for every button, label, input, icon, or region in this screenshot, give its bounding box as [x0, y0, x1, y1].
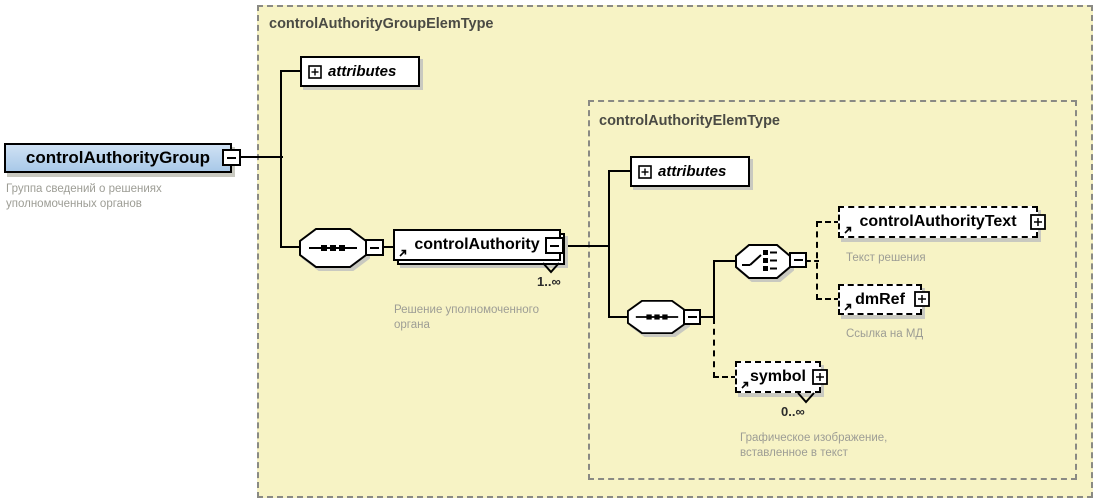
connector-line-dashed [713, 376, 737, 378]
connector-line [239, 156, 283, 158]
plus-box-icon [308, 64, 322, 79]
collapse-button[interactable] [365, 239, 384, 256]
element-dm-ref[interactable]: dmRef [838, 284, 922, 315]
collapse-button[interactable] [789, 252, 807, 268]
element-annotation: Ссылка на МД [846, 328, 924, 340]
connector-line [280, 246, 302, 248]
repeat-chevron-icon [797, 392, 815, 404]
connector-line [713, 260, 715, 318]
connector-line-dashed [816, 221, 818, 300]
element-reference-arrow-icon [844, 303, 852, 311]
plus-box-icon [638, 164, 652, 179]
inner-type-label: controlAuthorityElemType [599, 113, 780, 129]
expand-button[interactable] [812, 369, 828, 385]
sequence-compositor-icon [627, 300, 687, 334]
choice-compositor-icon [735, 244, 791, 279]
connector-line [280, 70, 302, 72]
minus-box-icon [793, 259, 803, 261]
connector-line [280, 70, 282, 248]
element-reference-arrow-icon [399, 249, 407, 257]
connector-line-dashed [816, 298, 840, 300]
element-control-authority-group[interactable]: controlAuthorityGroup [4, 143, 232, 173]
collapse-button[interactable] [545, 237, 564, 254]
element-reference-arrow-icon [741, 381, 749, 389]
connector-line [383, 246, 395, 248]
element-control-authority[interactable]: controlAuthority [393, 229, 561, 261]
collapse-button[interactable] [222, 149, 241, 166]
connector-line-dashed [816, 221, 840, 223]
connector-line [699, 316, 715, 318]
element-reference-arrow-icon [844, 226, 852, 234]
element-annotation: Графическое изображение, вставленное в т… [740, 432, 888, 459]
minus-box-icon [370, 246, 379, 249]
cardinality: 0..∞ [781, 404, 805, 419]
connector-line [608, 171, 610, 318]
connector-line [608, 170, 632, 172]
connector-line [608, 316, 630, 318]
expand-button[interactable] [1030, 214, 1046, 230]
attributes-box-inner[interactable]: attributes [630, 156, 750, 187]
element-annotation: Текст решения [846, 252, 926, 264]
attributes-box-outer[interactable]: attributes [300, 56, 420, 87]
collapse-button[interactable] [683, 309, 701, 325]
sequence-compositor-icon [299, 228, 367, 268]
attributes-label: attributes [658, 163, 727, 180]
element-symbol[interactable]: symbol [735, 361, 821, 393]
expand-button[interactable] [914, 291, 930, 307]
element-control-authority-text[interactable]: controlAuthorityText [838, 206, 1038, 238]
element-label: controlAuthority [414, 236, 540, 253]
minus-box-icon [687, 316, 697, 318]
cardinality: 1..∞ [537, 274, 561, 289]
connector-line-dashed [806, 260, 819, 262]
connector-line [562, 245, 610, 247]
element-annotation: Решение уполномоченного органа [394, 304, 539, 331]
minus-box-icon [550, 244, 559, 247]
element-label: controlAuthorityGroup [25, 148, 211, 167]
outer-type-label: controlAuthorityGroupElemType [269, 16, 494, 32]
repeat-chevron-icon [542, 262, 560, 274]
element-annotation: Группа сведений о решениях уполномоченны… [6, 183, 162, 210]
connector-line-dashed [713, 318, 715, 378]
minus-box-icon [227, 156, 236, 159]
element-label: symbol [749, 368, 806, 385]
element-label: controlAuthorityText [859, 213, 1017, 230]
connector-line [713, 260, 737, 262]
element-label: dmRef [855, 290, 905, 308]
attributes-label: attributes [328, 63, 397, 80]
